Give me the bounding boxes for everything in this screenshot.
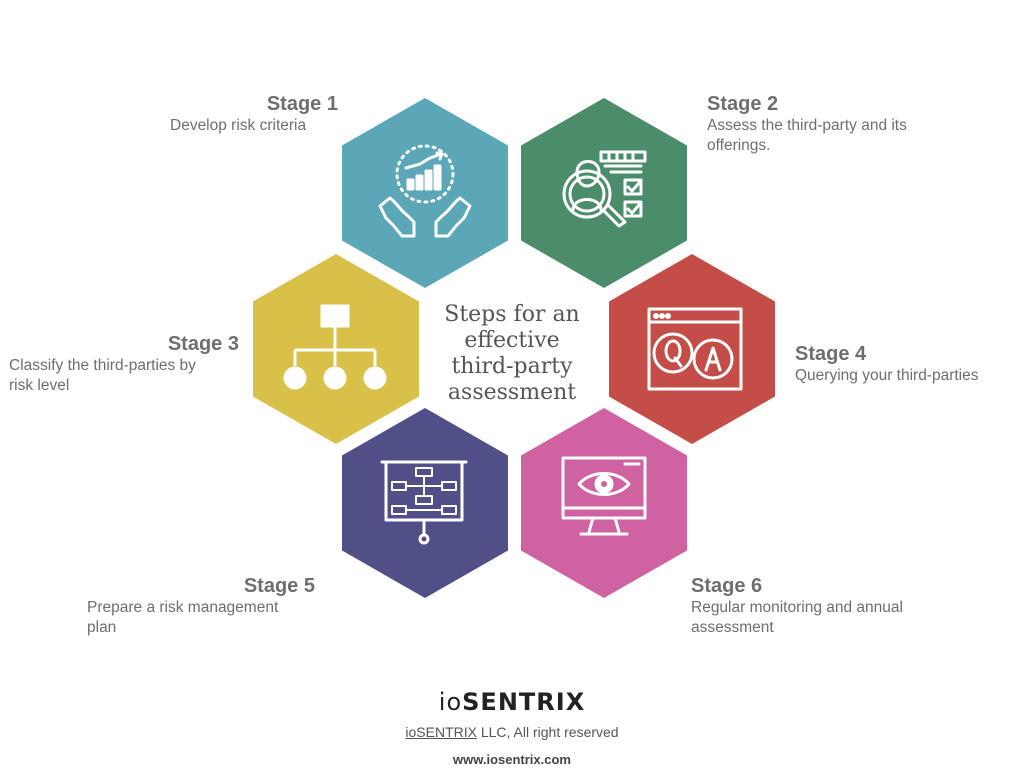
center-title-line-3: third-party [451,354,573,379]
stage-6-description-line-2: assessment [691,619,774,636]
stage-1-description: Develop risk criteria [170,117,307,134]
center-title-line-1: Steps for an [444,302,580,327]
stage-1-title: Stage 1 [266,93,338,115]
stage-4-hexagon [609,254,775,444]
stage-5-label: Stage 5 Prepare a risk management plan [87,574,315,638]
stage-3-description-line-1: Classify the third-parties by [9,357,196,374]
stage-3-title: Stage 3 [167,333,239,355]
stage-2-description-line-2: offerings. [707,137,771,154]
copyright-notice: ioSENTRIX LLC, All right reserved [0,724,1024,740]
stage-3-description-line-2: risk level [9,377,70,394]
copyright-text: LLC, All right reserved [476,724,619,740]
stage-6-label: Stage 6 Regular monitoring and annual as… [691,574,951,638]
brand-logo-io: io [438,688,463,716]
hierarchy-icon [283,304,387,390]
stage-3-hexagon [253,254,419,444]
stage-5-description-line-1: Prepare a risk management [87,599,279,616]
stage-4-label: Stage 4 Querying your third-parties [795,342,1020,386]
stage-4-description: Querying your third-parties [795,367,979,384]
monitor-eye-icon [561,456,647,536]
flowchart-board-icon [380,460,468,545]
center-title-line-4: assessment [447,380,577,405]
stage-6-hexagon [521,408,687,598]
stage-2-hexagon [521,98,687,288]
stage-6-title: Stage 6 [691,575,763,597]
stage-1-hexagon [342,98,508,288]
website-url[interactable]: www.iosentrix.com [453,752,571,767]
stage-5-title: Stage 5 [243,575,315,597]
stage-2-title: Stage 2 [707,93,779,115]
stage-5-description-line-2: plan [87,619,117,636]
brand-logo-sentrix: SENTRIX [462,688,586,716]
stage-3-label: Stage 3 Classify the third-parties by ri… [9,332,239,396]
stage-6-description-line-1: Regular monitoring and annual [691,599,903,616]
stage-2-description-line-1: Assess the third-party and its [707,117,907,134]
center-title-line-2: effective [464,328,560,353]
brand-logo: ioSENTRIX [0,688,1024,716]
person-magnifier-checklist-icon [562,150,647,228]
qa-window-icon [647,307,743,391]
hands-growth-chart-icon [378,144,472,238]
stage-5-hexagon [342,408,508,598]
stage-2-label: Stage 2 Assess the third-party and its o… [707,92,967,156]
stage-4-title: Stage 4 [795,343,867,365]
stage-1-label: Stage 1 Develop risk criteria [170,92,338,136]
diagram-center-title: Steps for an effective third-party asses… [428,302,596,406]
copyright-brand-link[interactable]: ioSENTRIX [405,724,477,740]
